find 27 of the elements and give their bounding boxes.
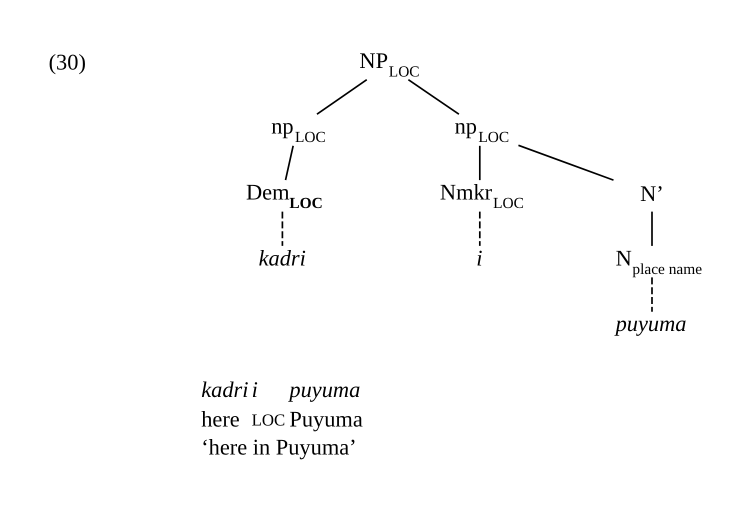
node-text: kadri xyxy=(258,245,306,270)
node-text: i xyxy=(476,245,483,270)
connector xyxy=(284,146,294,180)
node-text: Nmkr$_{LOC}$ xyxy=(440,180,524,212)
connector xyxy=(316,79,368,115)
label: Puyuma xyxy=(289,406,363,432)
connector xyxy=(478,146,481,180)
connector xyxy=(518,144,614,181)
node-text: NP$_{LOC}$ xyxy=(359,48,420,80)
label: puyuma xyxy=(289,376,360,402)
label: (30) xyxy=(48,49,86,74)
label: kadri xyxy=(201,376,248,402)
connector xyxy=(408,79,460,115)
label: here xyxy=(201,406,240,432)
label: LOC xyxy=(252,410,286,430)
node-text: np$_{LOC}$ xyxy=(271,114,326,146)
connector xyxy=(651,212,653,246)
node-text: puyuma xyxy=(616,311,686,336)
connector xyxy=(651,277,653,312)
connector xyxy=(478,212,481,246)
node-text: Dem$_{LOC}$ xyxy=(246,180,323,212)
label: i xyxy=(252,376,258,402)
node-text: N’ xyxy=(640,180,664,206)
node-text: np$_{LOC}$ xyxy=(454,114,510,146)
connector xyxy=(282,212,284,246)
label: ‘here in Puyuma’ xyxy=(201,434,357,460)
node-text: N$_{place name}$ xyxy=(616,245,702,278)
